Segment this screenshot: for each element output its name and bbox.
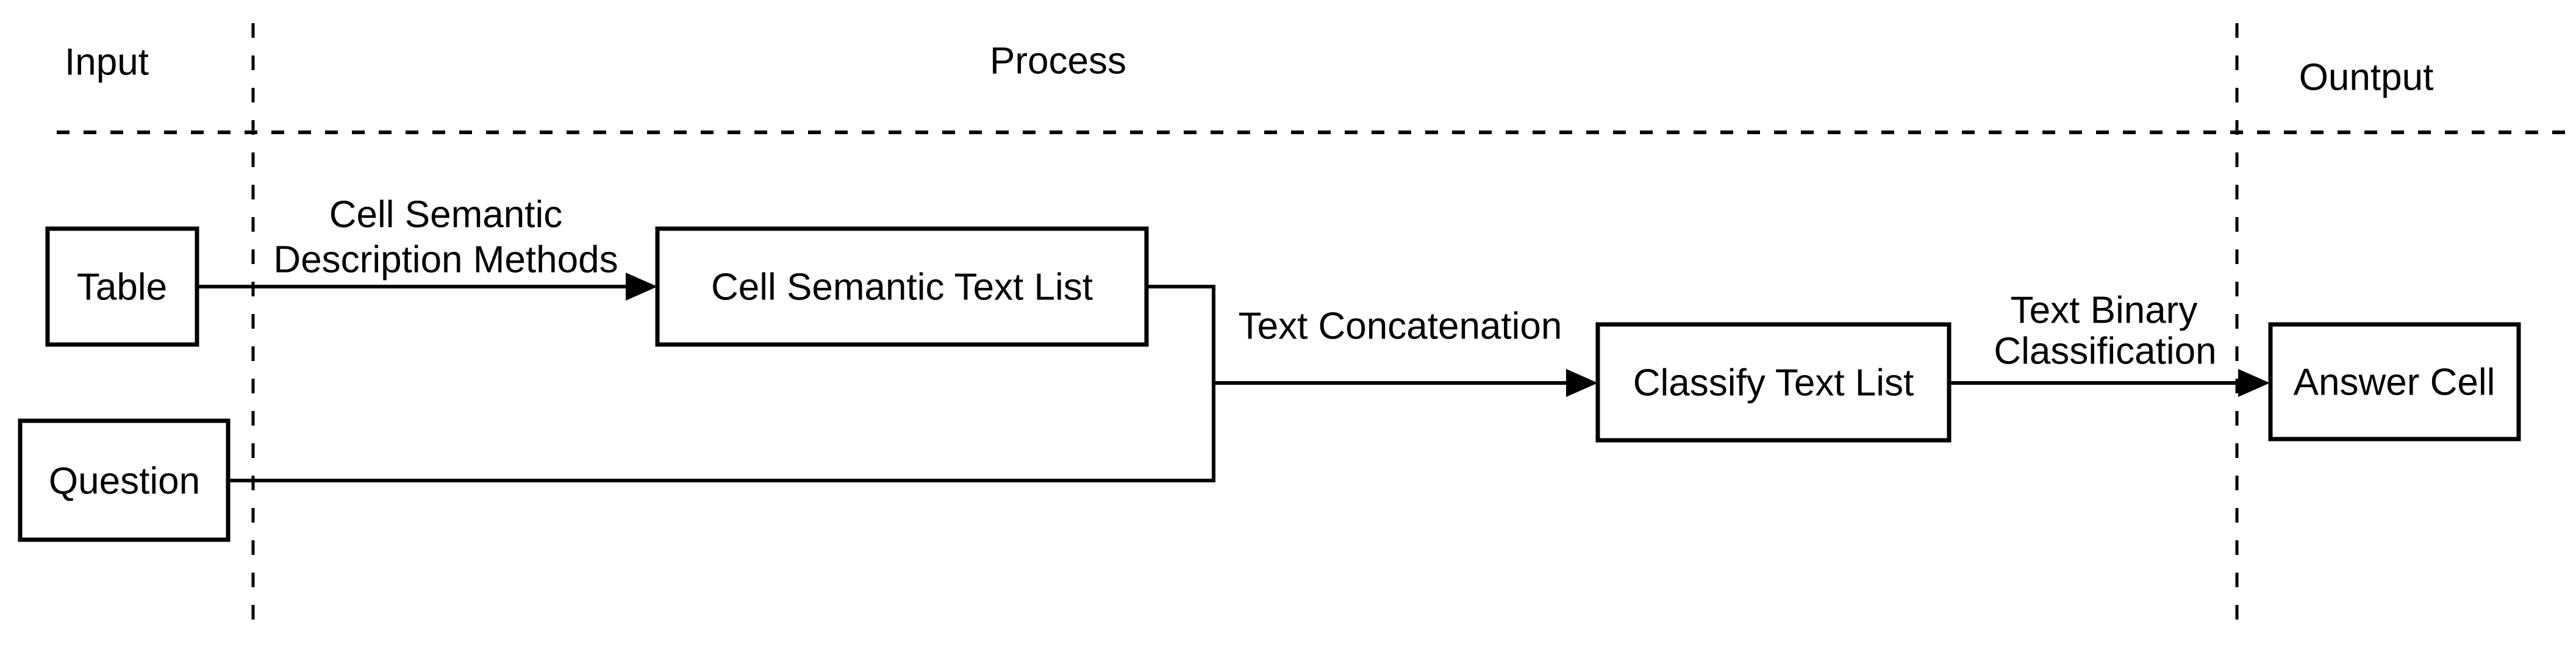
classify-to-answer-label-line1: Text Binary <box>2011 290 2198 332</box>
answer-cell-node-box <box>2268 322 2521 441</box>
question-node-label: Question <box>49 460 200 502</box>
classify-to-answer-arrowhead <box>2238 369 2270 397</box>
list-to-merge-connector <box>1147 285 1215 481</box>
column-label-output: Ountput <box>2299 57 2434 99</box>
classify-text-list-node-box <box>1595 322 1952 443</box>
answer-cell-node-label: Answer Cell <box>2294 362 2496 404</box>
column-label-process: Process <box>990 40 1126 82</box>
cell-semantic-text-list-node-box <box>655 226 1149 347</box>
table-to-list-label-line1: Cell Semantic <box>329 194 562 236</box>
merge-to-classify-arrowhead <box>1566 369 1598 397</box>
table-node-label: Table <box>77 266 167 309</box>
cell-semantic-text-list-node-label: Cell Semantic Text List <box>711 266 1093 309</box>
table-node-box <box>45 226 199 347</box>
merge-to-classify-label: Text Concatenation <box>1239 306 1562 348</box>
column-label-input: Input <box>65 41 149 84</box>
classify-to-answer-label-line2: Classification <box>1994 331 2216 373</box>
table-to-list-arrowhead <box>626 273 657 301</box>
table-to-list-label-line2: Description Methods <box>273 239 618 281</box>
classify-text-list-node-label: Classify Text List <box>1633 362 1914 404</box>
question-node-box <box>18 418 231 542</box>
